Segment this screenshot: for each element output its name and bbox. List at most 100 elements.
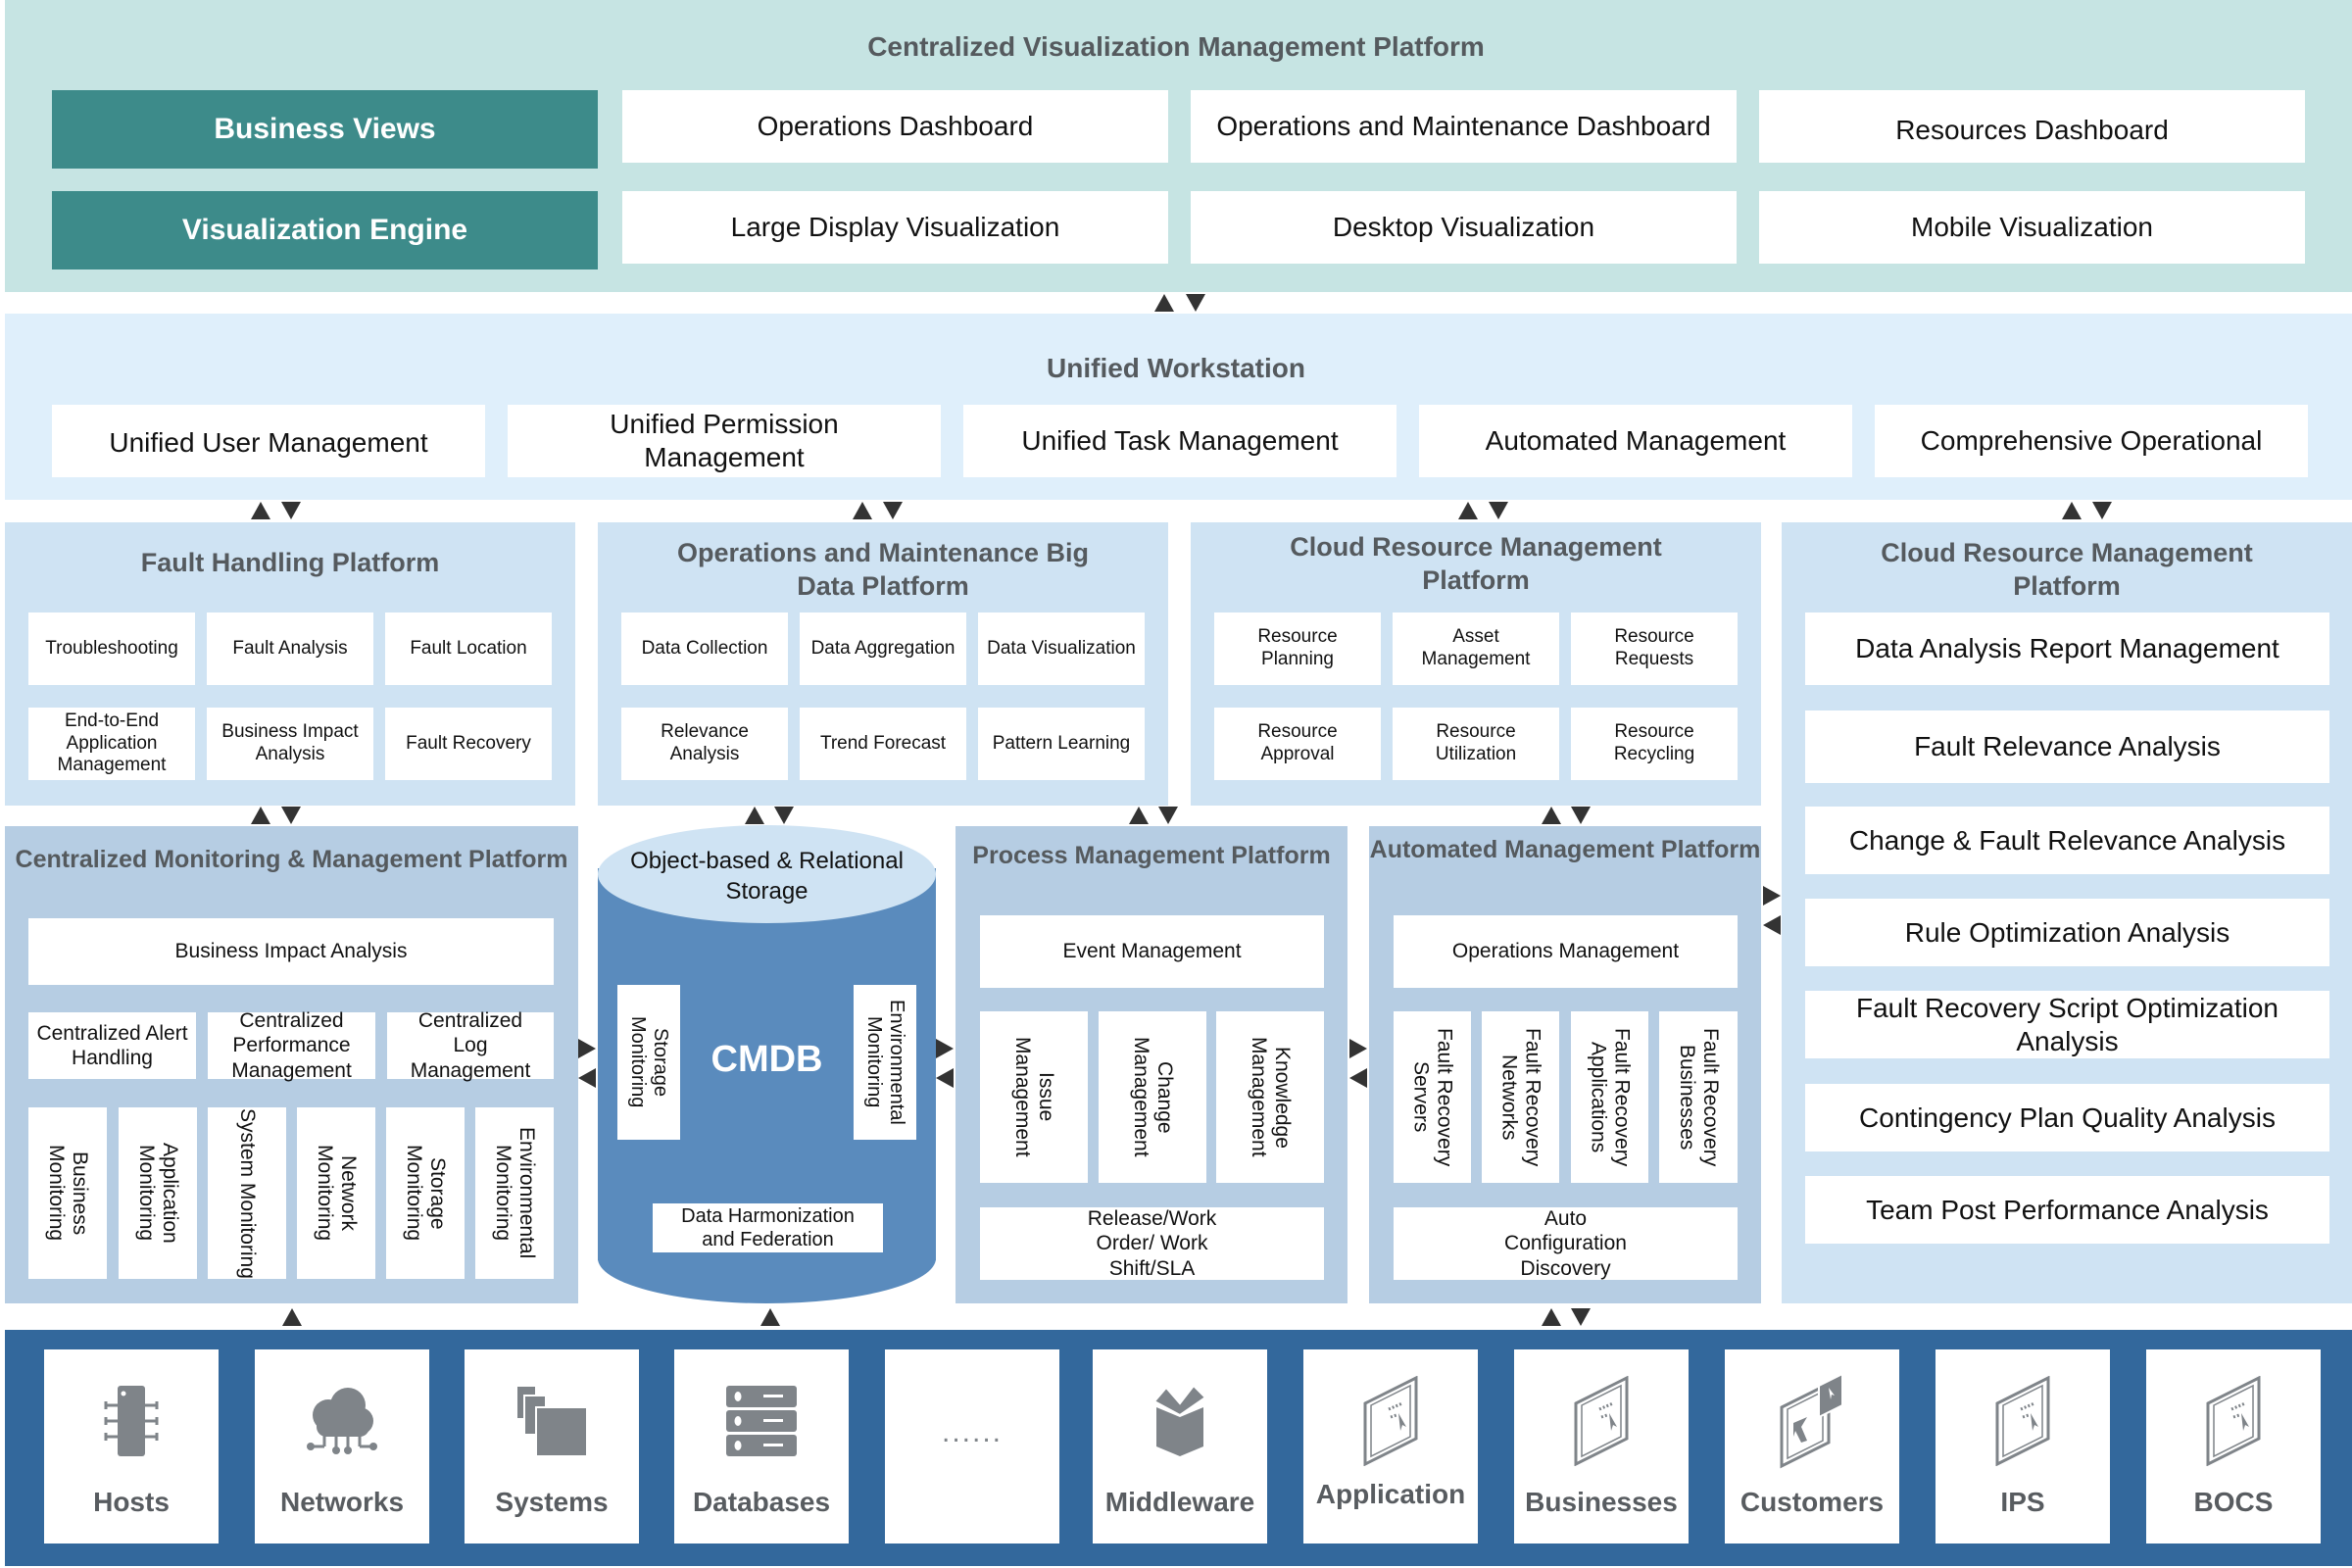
monitoring-title: Centralized Monitoring & Management Plat… <box>15 846 568 873</box>
fault-relevance-analysis-box[interactable]: Fault Relevance Analysis <box>1805 710 2329 783</box>
operations-dashboard-box[interactable]: Operations Dashboard <box>622 90 1168 163</box>
unified-permission-management-box[interactable]: Unified Permission Management <box>508 405 941 477</box>
app-window-icon <box>1303 1376 1478 1466</box>
database-server-icon <box>674 1377 849 1465</box>
troubleshooting-box[interactable]: Troubleshooting <box>28 612 195 685</box>
fault-recovery-servers-box[interactable]: Fault Recovery Servers <box>1394 1011 1471 1183</box>
pattern-learning-box[interactable]: Pattern Learning <box>978 708 1145 780</box>
change-fault-relevance-box[interactable]: Change & Fault Relevance Analysis <box>1805 807 2329 874</box>
arrow-up-icon <box>1129 807 1149 824</box>
resources-dashboard-box[interactable]: Resources Dashboard <box>1759 90 2305 163</box>
unified-user-management-box[interactable]: Unified User Management <box>52 405 485 477</box>
desktop-visualization-box[interactable]: Desktop Visualization <box>1191 191 1737 264</box>
fault-recovery-applications-label: Fault Recovery Applications <box>1587 1027 1634 1167</box>
resource-tile-businesses[interactable]: Businesses <box>1514 1349 1689 1544</box>
resource-tile-bocs[interactable]: BOCS <box>2146 1349 2321 1544</box>
centralized-performance-box[interactable]: Centralized Performance Management <box>208 1009 375 1082</box>
issue-management-box[interactable]: Issue Management <box>980 1011 1088 1183</box>
resource-tile-customers[interactable]: Customers <box>1725 1349 1899 1544</box>
unified-task-management-box[interactable]: Unified Task Management <box>963 405 1396 477</box>
resource-tile-more[interactable]: ...... <box>885 1349 1059 1544</box>
storage-monitoring-label: Storage Monitoring <box>403 1145 450 1242</box>
cloud-resource-title: Cloud Resource Management Platform <box>1290 532 1662 595</box>
data-visualization-box[interactable]: Data Visualization <box>978 612 1145 685</box>
om-dashboard-box[interactable]: Operations and Maintenance Dashboard <box>1191 90 1737 163</box>
centralized-alert-handling-box[interactable]: Centralized Alert Handling <box>28 1012 196 1079</box>
resource-requests-box[interactable]: Resource Requests <box>1571 612 1738 685</box>
resource-tile-application[interactable]: Application <box>1303 1349 1478 1544</box>
application-monitoring-label: Application Monitoring <box>135 1143 182 1244</box>
arrow-down-icon <box>883 502 903 519</box>
contingency-plan-box[interactable]: Contingency Plan Quality Analysis <box>1805 1084 2329 1152</box>
application-monitoring-box[interactable]: Application Monitoring <box>119 1107 197 1279</box>
auto-configuration-discovery-box[interactable]: Auto Configuration Discovery <box>1394 1207 1738 1280</box>
app-window-icon <box>1936 1376 2110 1466</box>
cloud-resource-analysis-title: Cloud Resource Management Platform <box>1881 538 2253 601</box>
big-data-title: Operations and Maintenance Big Data Plat… <box>676 538 1090 601</box>
trend-forecast-box[interactable]: Trend Forecast <box>800 708 966 780</box>
resource-recycling-box[interactable]: Resource Recycling <box>1571 708 1738 780</box>
change-management-box[interactable]: Change Management <box>1099 1011 1206 1183</box>
business-impact-analysis-box[interactable]: Business Impact Analysis <box>207 708 373 780</box>
mobile-visualization-box[interactable]: Mobile Visualization <box>1759 191 2305 264</box>
fault-recovery-businesses-box[interactable]: Fault Recovery Businesses <box>1659 1011 1738 1183</box>
operations-management-box[interactable]: Operations Management <box>1394 915 1738 988</box>
fault-recovery-script-box[interactable]: Fault Recovery Script Optimization Analy… <box>1805 991 2329 1058</box>
fault-recovery-networks-box[interactable]: Fault Recovery Networks <box>1482 1011 1559 1183</box>
resource-tile-systems[interactable]: Systems <box>465 1349 639 1544</box>
fault-recovery-box[interactable]: Fault Recovery <box>385 708 552 780</box>
resource-label: Databases <box>692 1487 831 1517</box>
rule-optimization-box[interactable]: Rule Optimization Analysis <box>1805 899 2329 966</box>
event-management-box[interactable]: Event Management <box>980 915 1324 988</box>
centralized-log-box[interactable]: Centralized Log Management <box>387 1009 554 1082</box>
fault-location-box[interactable]: Fault Location <box>385 612 552 685</box>
data-harmonization-box[interactable]: Data Harmonization and Federation <box>653 1203 883 1252</box>
network-monitoring-box[interactable]: Network Monitoring <box>297 1107 375 1279</box>
fault-analysis-box[interactable]: Fault Analysis <box>207 612 373 685</box>
unified-workstation-title: Unified Workstation <box>1047 353 1305 383</box>
resource-label: Networks <box>279 1487 405 1517</box>
team-post-performance-box[interactable]: Team Post Performance Analysis <box>1805 1176 2329 1244</box>
cmdb-storage-top: Object-based & Relational Storage <box>598 825 936 923</box>
system-monitoring-box[interactable]: System Monitoring <box>208 1107 286 1279</box>
arrow-up-icon <box>1458 502 1478 519</box>
data-aggregation-box[interactable]: Data Aggregation <box>800 612 966 685</box>
arrow-up-icon <box>1154 294 1174 312</box>
large-display-visualization-box[interactable]: Large Display Visualization <box>622 191 1168 264</box>
end-to-end-app-management-box[interactable]: End-to-End Application Management <box>28 708 195 780</box>
resource-tile-middleware[interactable]: Middleware <box>1093 1349 1267 1544</box>
asset-management-box[interactable]: Asset Management <box>1393 612 1559 685</box>
resource-tile-hosts[interactable]: Hosts <box>44 1349 219 1544</box>
resource-label: IPS <box>2000 1487 2045 1517</box>
comprehensive-operational-box[interactable]: Comprehensive Operational <box>1875 405 2308 477</box>
arrow-right-icon <box>936 1039 954 1058</box>
data-collection-box[interactable]: Data Collection <box>621 612 788 685</box>
automated-title: Automated Management Platform <box>1369 836 1761 863</box>
relevance-analysis-box[interactable]: Relevance Analysis <box>621 708 788 780</box>
environmental-monitoring-box[interactable]: Environmental Monitoring <box>475 1107 554 1279</box>
visualization-engine-header: Visualization Engine <box>52 191 598 270</box>
data-analysis-report-box[interactable]: Data Analysis Report Management <box>1805 612 2329 685</box>
business-monitoring-box[interactable]: Business Monitoring <box>28 1107 107 1279</box>
arrow-right-icon <box>1349 1039 1367 1058</box>
storage-monitoring-box[interactable]: Storage Monitoring <box>386 1107 465 1279</box>
stacked-pages-icon <box>465 1377 639 1465</box>
cmdb-environmental-monitoring-box[interactable]: Environmental Monitoring <box>854 985 916 1140</box>
arrow-down-icon <box>281 807 301 824</box>
arrow-down-icon <box>1158 807 1178 824</box>
release-work-order-box[interactable]: Release/Work Order/ Work Shift/SLA <box>980 1207 1324 1280</box>
resource-approval-box[interactable]: Resource Approval <box>1214 708 1381 780</box>
monitoring-business-impact-box[interactable]: Business Impact Analysis <box>28 918 554 985</box>
knowledge-management-box[interactable]: Knowledge Management <box>1216 1011 1324 1183</box>
resource-tile-databases[interactable]: Databases <box>674 1349 849 1544</box>
resource-tile-networks[interactable]: Networks <box>255 1349 429 1544</box>
customer-window-icon <box>1725 1372 1899 1469</box>
resource-tile-ips[interactable]: IPS <box>1936 1349 2110 1544</box>
fault-recovery-businesses-label: Fault Recovery Businesses <box>1676 1027 1723 1167</box>
resource-planning-box[interactable]: Resource Planning <box>1214 612 1381 685</box>
cmdb-storage-monitoring-box[interactable]: Storage Monitoring <box>617 985 680 1140</box>
resource-utilization-box[interactable]: Resource Utilization <box>1393 708 1559 780</box>
fault-recovery-applications-box[interactable]: Fault Recovery Applications <box>1571 1011 1648 1183</box>
automated-management-box[interactable]: Automated Management <box>1419 405 1852 477</box>
arrow-left-icon <box>1763 915 1781 935</box>
